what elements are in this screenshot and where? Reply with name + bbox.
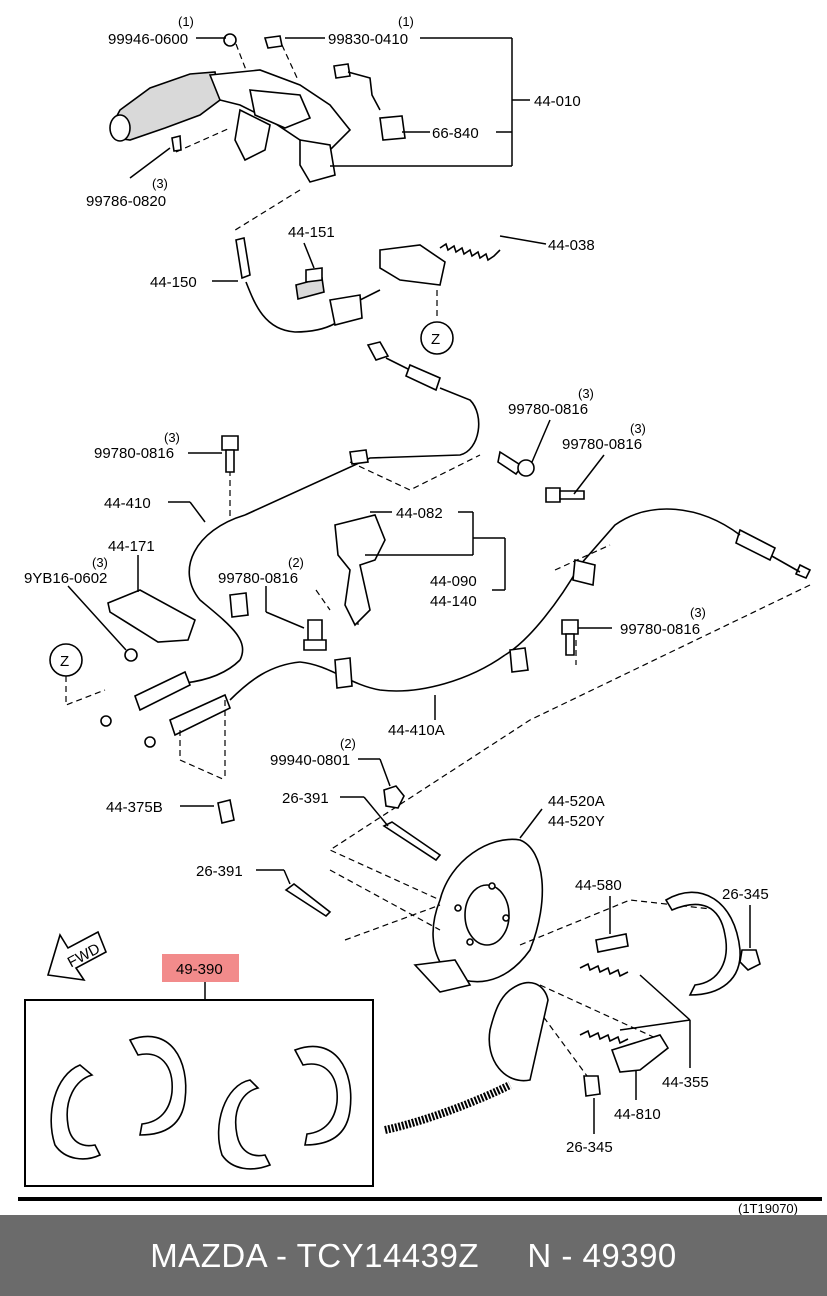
label-44-520a: 44-520A	[548, 793, 605, 810]
label-66-840: 66-840	[432, 125, 479, 142]
bottom-rule	[18, 1197, 822, 1201]
footer-text: MAZDA - TCY14439Z N - 49390	[150, 1236, 677, 1274]
bolt-26-391-upper	[382, 821, 442, 862]
part-highlight-box	[162, 954, 239, 982]
label-44-520y: 44-520Y	[548, 813, 605, 830]
label-44-410: 44-410	[104, 495, 151, 512]
nut-99940-0801	[383, 785, 405, 809]
label-99830-0410: 99830-0410	[328, 31, 408, 48]
backing-plate-44-520	[413, 838, 544, 993]
pad-44-151	[295, 267, 325, 301]
callout-arc	[384, 1081, 512, 1134]
label-44-150: 44-150	[150, 274, 197, 291]
pin-26-345-upper	[739, 949, 761, 971]
forward-direction-arrow	[46, 930, 108, 982]
rear-cable-44-410	[100, 341, 480, 727]
qty-99780-0816-b: (3)	[164, 430, 180, 445]
qty-99830-0410: (1)	[398, 14, 414, 29]
pin-26-345-lower	[583, 1075, 601, 1097]
label-44-580: 44-580	[575, 877, 622, 894]
brake-shoe-right	[664, 891, 741, 996]
label-reference-code: (1T19070)	[738, 1201, 798, 1215]
parking-brake-parts-diagram: (1) 99946-0600 (1) 99830-0410 44-010 66-…	[18, 14, 822, 1215]
kit-shoe-3	[217, 1079, 272, 1170]
qty-99940-0801: (2)	[340, 736, 356, 751]
label-99780-0816-e: 99780-0816	[620, 621, 700, 638]
spring-44-038	[439, 242, 501, 262]
qty-99780-0816-c: (3)	[630, 421, 646, 436]
label-26-345-a: 26-345	[722, 886, 769, 903]
label-99780-0816-a: 99780-0816	[508, 401, 588, 418]
bolt-99780-0816-left	[221, 435, 239, 473]
label-44-038: 44-038	[548, 237, 595, 254]
label-44-082: 44-082	[396, 505, 443, 522]
qty-9yb16-0602: (3)	[92, 555, 108, 570]
bolt-26-391-lower	[284, 882, 332, 918]
label-49-390: 49-390	[176, 961, 223, 978]
qty-99780-0816-e: (3)	[690, 605, 706, 620]
label-26-345-b: 26-345	[566, 1139, 613, 1156]
label-44-090: 44-090	[430, 573, 477, 590]
label-44-151: 44-151	[288, 224, 335, 241]
brake-shoe-center	[488, 981, 549, 1082]
bracket-44-171	[107, 589, 196, 662]
label-44-375b: 44-375B	[106, 799, 163, 816]
bolt-99780-0816-right	[545, 487, 585, 503]
qty-99786-0820: (3)	[152, 176, 168, 191]
front-cable-44-150	[235, 237, 446, 333]
label-44-410a: 44-410A	[388, 722, 445, 739]
rear-cable-44-410a	[144, 508, 812, 748]
label-99940-0801: 99940-0801	[270, 752, 350, 769]
label-99780-0816-c: 99780-0816	[562, 436, 642, 453]
qty-99780-0816-a: (3)	[578, 386, 594, 401]
kit-shoe-1	[50, 1064, 102, 1160]
lever-44-810	[610, 1034, 670, 1073]
reference-mark-z-top	[420, 321, 454, 355]
label-44-010: 44-010	[534, 93, 581, 110]
kit-shoe-2	[128, 1035, 187, 1136]
label-26-391-a: 26-391	[282, 790, 329, 807]
adjuster-44-580	[595, 896, 629, 953]
label-99780-0816-d: 99780-0816	[218, 570, 298, 587]
qty-99780-0816-d: (2)	[288, 555, 304, 570]
label-9yb16-0602: 9YB16-0602	[24, 570, 107, 587]
qty-99946-0600: (1)	[178, 14, 194, 29]
label-99946-0600: 99946-0600	[108, 31, 188, 48]
label-44-355: 44-355	[662, 1074, 709, 1091]
brake-shoe-kit-box	[24, 999, 374, 1187]
label-26-391-b: 26-391	[196, 863, 243, 880]
label-z-left: Z	[60, 653, 69, 670]
label-44-140: 44-140	[430, 593, 477, 610]
label-z-top: Z	[431, 331, 440, 348]
bolt-99780-0816-lower-right	[561, 619, 579, 656]
clip-44-375b	[217, 799, 235, 824]
label-44-171: 44-171	[108, 538, 155, 555]
label-44-810: 44-810	[614, 1106, 661, 1123]
bracket-44-082	[334, 514, 386, 627]
label-99786-0820: 99786-0820	[86, 193, 166, 210]
bolt-99780-0816-center	[497, 450, 535, 477]
label-99780-0816-b: 99780-0816	[94, 445, 174, 462]
footer-banner: MAZDA - TCY14439Z N - 49390	[0, 1215, 827, 1296]
kit-shoe-4	[293, 1045, 352, 1146]
bolt-99780-0816-mid	[303, 619, 327, 651]
